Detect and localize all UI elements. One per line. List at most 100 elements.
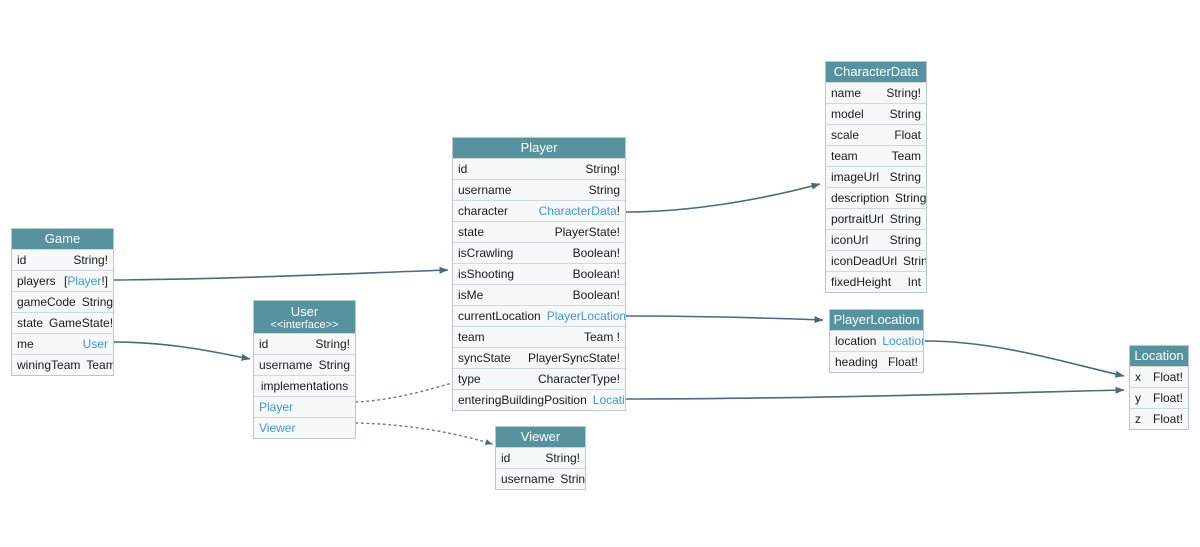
field-type: CharacterType! [537,372,620,386]
field-name: portraitUrl [831,212,884,226]
entity-character-data[interactable]: CharacterData name String! model String … [825,61,927,293]
table-row[interactable]: type CharacterType! [453,368,625,389]
field-name: iconDeadUrl [831,254,898,268]
table-row[interactable]: id String! [453,158,625,179]
table-row[interactable]: username String [453,179,625,200]
field-type: Boolean! [572,246,620,260]
field-name: imageUrl [831,170,880,184]
field-name: isCrawling [458,246,514,260]
field-type: String! [886,86,921,100]
implementation-name: Player [259,400,294,414]
table-row[interactable]: currentLocation PlayerLocation! [453,305,625,326]
field-type: String [588,183,620,197]
edge-player-currentlocation-to-playerlocation [625,315,824,324]
field-type: [Player!] [58,274,108,288]
table-row[interactable]: state GameState! [12,312,113,333]
table-row[interactable]: id String! [12,249,113,270]
field-type[interactable]: User [82,337,108,351]
entity-location-title: Location [1130,346,1188,366]
entity-viewer[interactable]: Viewer id String! username String [495,426,586,490]
type-link[interactable]: CharacterData [538,204,617,218]
field-name: y [1135,391,1141,405]
table-row[interactable]: heading Float! [830,351,923,372]
table-row[interactable]: description String [826,187,926,208]
entity-user-stereotype: <<interface>> [270,319,339,331]
table-row[interactable]: state PlayerState! [453,221,625,242]
field-type: String [895,191,926,205]
field-name: username [501,472,555,486]
table-row[interactable]: syncState PlayerSyncState! [453,347,625,368]
table-row[interactable]: location Location! [830,330,923,351]
table-row[interactable]: winingTeam Team [12,354,113,375]
table-row[interactable]: x Float! [1130,366,1188,387]
table-row[interactable]: iconUrl String [826,229,926,250]
table-row[interactable]: username String [496,468,585,489]
field-name: id [501,451,511,465]
field-name: team [831,149,858,163]
table-row[interactable]: y Float! [1130,387,1188,408]
table-row[interactable]: enteringBuildingPosition Location [453,389,625,410]
type-prefix: [ [63,274,68,288]
table-row[interactable]: team Team [826,145,926,166]
table-row[interactable]: scale Float [826,124,926,145]
entity-user[interactable]: User <<interface>> id String! username S… [253,300,356,439]
field-name: isShooting [458,267,515,281]
field-type: String [560,472,585,486]
table-row[interactable]: character CharacterData! [453,200,625,221]
table-row[interactable]: isShooting Boolean! [453,263,625,284]
table-row[interactable]: gameCode String! [12,291,113,312]
table-row[interactable]: team Team ! [453,326,625,347]
implementations-header: implementations [254,375,355,396]
type-suffix: ! [616,204,620,218]
implementation-player[interactable]: Player [254,396,355,417]
field-type: String [889,170,921,184]
field-type: Float! [1152,412,1183,426]
table-row[interactable]: id String! [254,333,355,354]
entity-character-data-title: CharacterData [826,62,926,82]
entity-location[interactable]: Location x Float! y Float! z Float! [1129,345,1189,430]
field-type: CharacterData! [533,204,620,218]
field-name: id [458,162,468,176]
edge-game-players-to-player [113,266,449,281]
table-row[interactable]: portraitUrl String [826,208,926,229]
edge-player-enteringbuildingposition-to-location [625,386,1125,400]
field-type: PlayerLocation! [541,309,625,323]
field-type: String! [81,295,113,309]
field-type[interactable]: Location [592,393,625,407]
type-link[interactable]: Player [67,274,102,288]
field-name: fixedHeight [831,275,892,289]
table-row[interactable]: username String [254,354,355,375]
field-type: Float! [887,355,918,369]
field-type: Team [891,149,921,163]
field-type: String [318,358,350,372]
implementation-viewer[interactable]: Viewer [254,417,355,438]
field-name: state [17,316,44,330]
type-suffix: !] [101,274,108,288]
field-name: location [835,334,877,348]
table-row[interactable]: id String! [496,447,585,468]
entity-player[interactable]: Player id String! username String charac… [452,137,626,411]
table-row[interactable]: isCrawling Boolean! [453,242,625,263]
table-row[interactable]: z Float! [1130,408,1188,429]
edge-game-me-to-user [113,341,251,361]
table-row[interactable]: me User [12,333,113,354]
table-row[interactable]: fixedHeight Int [826,271,926,292]
implementation-name: Viewer [259,421,296,435]
table-row[interactable]: iconDeadUrl String [826,250,926,271]
field-type: String! [315,337,350,351]
field-name: team [458,330,485,344]
field-name: name [831,86,862,100]
type-link[interactable]: Location [882,334,923,348]
table-row[interactable]: model String [826,103,926,124]
entity-player-location[interactable]: PlayerLocation location Location! headin… [829,309,924,373]
field-type: Boolean! [572,288,620,302]
table-row[interactable]: name String! [826,82,926,103]
table-row[interactable]: isMe Boolean! [453,284,625,305]
type-link[interactable]: PlayerLocation [546,309,625,323]
entity-player-location-title: PlayerLocation [830,310,923,330]
table-row[interactable]: imageUrl String [826,166,926,187]
table-row[interactable]: players [Player!] [12,270,113,291]
entity-user-title: User <<interface>> [254,301,355,333]
entity-game[interactable]: Game id String! players [Player!] gameCo… [11,228,114,376]
